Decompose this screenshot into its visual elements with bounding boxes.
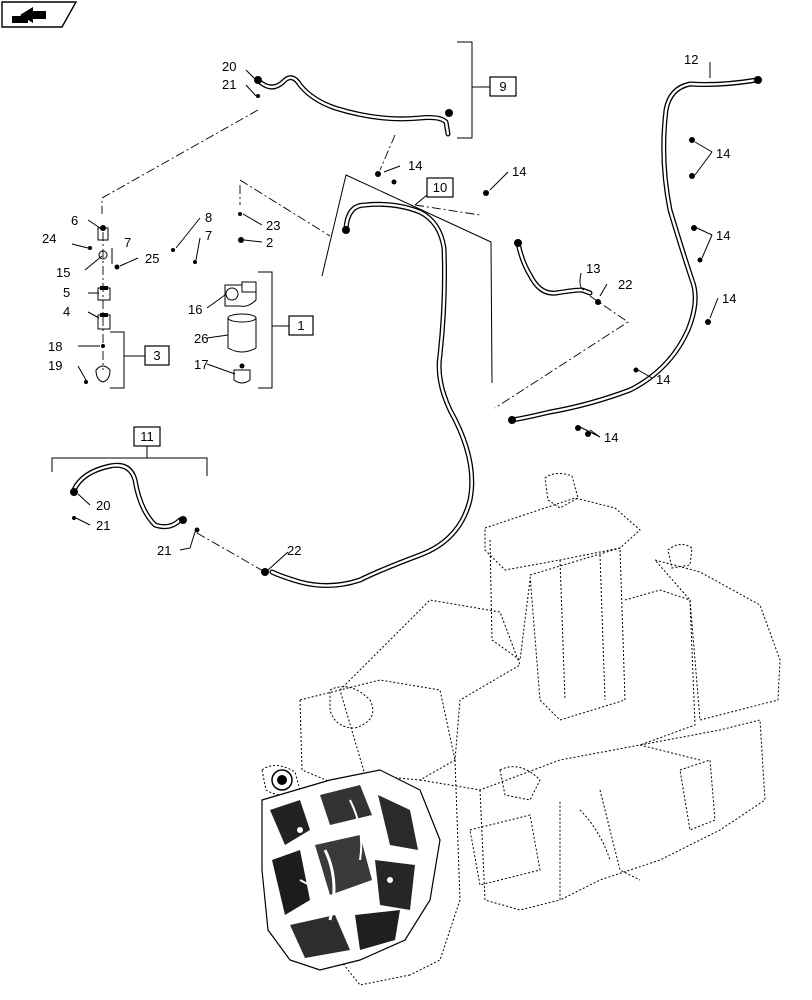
callout-box-9: [489, 76, 517, 97]
arrow-folder-icon[interactable]: [1, 1, 78, 28]
callout-6: 6: [71, 213, 78, 228]
bracket-10: [321, 174, 493, 384]
engine: [261, 765, 441, 971]
bracket-1: [258, 271, 273, 389]
callout-16: 16: [188, 302, 202, 317]
machine-frame: [299, 472, 781, 986]
callout-13: 13: [586, 261, 600, 276]
callout-14-c: 14: [716, 146, 730, 161]
fuel-filter-1: [171, 212, 257, 384]
callout-22-right: 22: [618, 277, 632, 292]
callout-3: 3: [153, 348, 160, 363]
callout-20-top: 20: [222, 59, 236, 74]
callout-21-left: 21: [96, 518, 110, 533]
callout-21-top: 21: [222, 77, 236, 92]
callout-14-e: 14: [722, 291, 736, 306]
callout-12: 12: [684, 52, 698, 67]
callout-23: 23: [266, 218, 280, 233]
callout-25: 25: [145, 251, 159, 266]
callout-14-f: 14: [656, 372, 670, 387]
callout-26: 26: [194, 331, 208, 346]
hose-9: [254, 75, 453, 137]
callout-5: 5: [63, 285, 70, 300]
hose-13: [494, 239, 629, 409]
callout-19: 19: [48, 358, 62, 373]
callout-8: 8: [205, 210, 212, 225]
callout-2: 2: [266, 235, 273, 250]
callout-4: 4: [63, 304, 70, 319]
callout-11: 11: [140, 429, 154, 444]
bracket-11: [51, 457, 208, 476]
callout-7-left: 7: [124, 235, 131, 250]
bracket-9: [457, 41, 473, 139]
callout-15: 15: [56, 265, 70, 280]
hose-12: [375, 76, 762, 437]
callout-1: 1: [297, 318, 304, 333]
callout-24: 24: [42, 231, 56, 246]
callout-20-left: 20: [96, 498, 110, 513]
hose-10: [261, 201, 475, 588]
callout-22-lower: 22: [287, 543, 301, 558]
callout-7-center: 7: [205, 228, 212, 243]
leader-lines: [71, 62, 719, 571]
callout-17: 17: [194, 357, 208, 372]
callout-9: 9: [499, 79, 506, 94]
callout-14-a: 14: [408, 158, 422, 173]
callout-14-b: 14: [512, 164, 526, 179]
callout-18: 18: [48, 339, 62, 354]
bracket-3: [110, 331, 125, 389]
callout-21-lower: 21: [157, 543, 171, 558]
callout-14-g: 14: [604, 430, 618, 445]
hose-11: [70, 462, 200, 533]
filter-stack-3: [84, 225, 120, 384]
callout-10: 10: [433, 180, 447, 195]
callout-14-d: 14: [716, 228, 730, 243]
